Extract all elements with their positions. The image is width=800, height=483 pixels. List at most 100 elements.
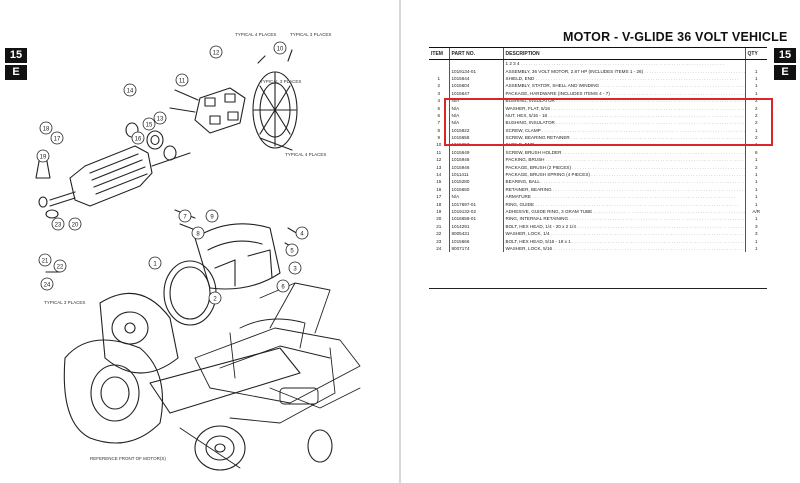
qty-cell: 1 xyxy=(744,178,767,186)
svg-text:2: 2 xyxy=(213,297,217,303)
description-cell: ASSEMBLY, 36 VOLT MOTOR, 2.87 HP (INCLUD… xyxy=(502,67,745,75)
qty-cell: 1 xyxy=(744,170,767,179)
dotted-leader: . . . . . . . . . . . . . . . . . . . . … xyxy=(551,186,745,192)
callout-12: 12 xyxy=(209,45,223,59)
callout-1: 1 xyxy=(148,256,162,270)
callout-3: 3 xyxy=(288,261,302,275)
description-cell: BUSHING, INSULATOR . . . . . . . . . . .… xyxy=(502,119,745,127)
svg-text:17: 17 xyxy=(54,137,61,143)
description-cell: NUT, HEX, 5/16 - 18 . . . . . . . . . . … xyxy=(502,111,745,120)
part-no-cell: 1016658-01 xyxy=(448,215,503,223)
item-cell: 8 xyxy=(437,127,441,133)
svg-text:20: 20 xyxy=(72,223,79,229)
dotted-leader: . . . . . . . . . . . . . . . . . . . . … xyxy=(519,61,724,67)
description-cell: WASHER, LOCK, 5/16 . . . . . . . . . . .… xyxy=(502,244,745,253)
part-no-cell: N/A xyxy=(448,96,503,105)
item-cell: 15 xyxy=(436,179,442,185)
description-cell: RETAINER, BEARING . . . . . . . . . . . … xyxy=(502,185,745,194)
callout-15: 15 xyxy=(142,117,156,131)
label-typical-3: TYPICAL 3 PLACES xyxy=(260,79,301,84)
part-no-cell: 1015644 xyxy=(448,74,503,83)
part-no-cell xyxy=(448,59,503,68)
part-no-cell: 1015280 xyxy=(448,178,503,186)
qty-cell: 1 xyxy=(744,74,767,83)
dotted-leader: . . . . . . . . . . . . . . . . . . . . … xyxy=(591,172,745,178)
part-no-cell: 1015666 xyxy=(448,237,503,245)
qty-cell: 1 xyxy=(744,215,767,223)
dotted-leader: . . . . . . . . . . . . . . . . . . . . … xyxy=(534,75,739,81)
svg-text:10: 10 xyxy=(277,47,284,53)
part-no-cell: 1015649 xyxy=(448,148,503,157)
part-no-cell: 1014291 xyxy=(448,222,503,230)
header-part-no: PART NO. xyxy=(448,47,503,60)
item-cell: 14 xyxy=(436,172,442,178)
qty-cell: 1 xyxy=(744,244,767,253)
qty-cell: 2 xyxy=(744,163,767,171)
description-cell: BOLT, HEX HEAD, 1/4 - 20 x 2 1/4 . . . .… xyxy=(502,222,745,230)
dotted-leader: . . . . . . . . . . . . . . . . . . . . … xyxy=(540,127,745,133)
svg-text:21: 21 xyxy=(42,259,49,265)
qty-cell: 3 xyxy=(744,222,767,230)
callout-9: 9 xyxy=(205,209,219,223)
dotted-leader: . . . . . . . . . . . . . . . . . . . . … xyxy=(611,90,745,96)
description-cell: PACKAGE, BRUSH SPRING (4 PIECES) . . . .… xyxy=(502,170,745,179)
dotted-leader: . . . . . . . . . . . . . . . . . . . . … xyxy=(593,209,745,214)
item-cell: 22 xyxy=(436,231,442,237)
qty-cell: 6 xyxy=(744,148,767,157)
header-description: DESCRIPTION xyxy=(502,47,745,60)
description-cell: ASSEMBLY, STATOR, SHELL AND WINDING . . … xyxy=(502,82,745,90)
callout-2: 2 xyxy=(208,291,222,305)
part-no-cell: 1019132-02 xyxy=(448,207,503,216)
label-reference: REFERENCE FRONT OF MOTOR(S) xyxy=(90,456,166,461)
dotted-leader: . . . . . . . . . . . . . . . . . . . . … xyxy=(549,105,745,111)
part-no-cell: 1017697-01 xyxy=(448,200,503,208)
header-qty: QTY xyxy=(744,47,767,60)
part-no-cell: N/A xyxy=(448,193,503,201)
description-cell: WASHER, LOCK, 1/4 . . . . . . . . . . . … xyxy=(502,229,745,238)
header-item: ITEM xyxy=(429,47,449,60)
callout-22: 22 xyxy=(53,259,67,273)
callout-23: 23 xyxy=(51,217,65,231)
dotted-leader: . . . . . . . . . . . . . . . . . . . . … xyxy=(547,112,745,118)
section-number-tab: 15 xyxy=(5,48,27,63)
description-cell: SCREW, CLAMP . . . . . . . . . . . . . .… xyxy=(502,126,745,134)
item-cell: 3 xyxy=(437,90,441,96)
qty-cell: 1 xyxy=(744,193,767,201)
part-no-cell: N/A xyxy=(448,104,503,112)
svg-text:12: 12 xyxy=(213,51,220,57)
qty-cell: 1 xyxy=(744,126,767,134)
dotted-leader: . . . . . . . . . . . . . . . . . . . . … xyxy=(572,238,745,244)
dotted-leader: . . . . . . . . . . . . . . . . . . . . … xyxy=(544,157,745,163)
item-cell: 16 xyxy=(436,186,442,192)
qty-cell: 1 xyxy=(744,200,767,208)
wheel xyxy=(194,425,246,471)
callout-10: 10 xyxy=(273,41,287,55)
qty-cell: 1 xyxy=(744,156,767,164)
callout-13: 13 xyxy=(153,111,167,125)
callout-4: 4 xyxy=(295,226,309,240)
brush-holder xyxy=(194,87,246,134)
dotted-leader: . . . . . . . . . . . . . . . . . . . . … xyxy=(644,68,745,74)
dotted-leader: . . . . . . . . . . . . . . . . . . . . … xyxy=(600,83,745,89)
part-no-cell: 1015922 xyxy=(448,126,503,134)
svg-text:15: 15 xyxy=(146,123,153,129)
item-cell: 13 xyxy=(436,164,442,170)
part-no-cell: 1015604 xyxy=(448,82,503,90)
item-cell: 1 xyxy=(437,75,441,81)
item-cell: 11 xyxy=(436,149,442,155)
description-cell: 1 2 3 4 . . . . . . . . . . . . . . . . … xyxy=(502,59,745,68)
dotted-leader: . . . . . . . . . . . . . . . . . . . . … xyxy=(539,179,745,185)
